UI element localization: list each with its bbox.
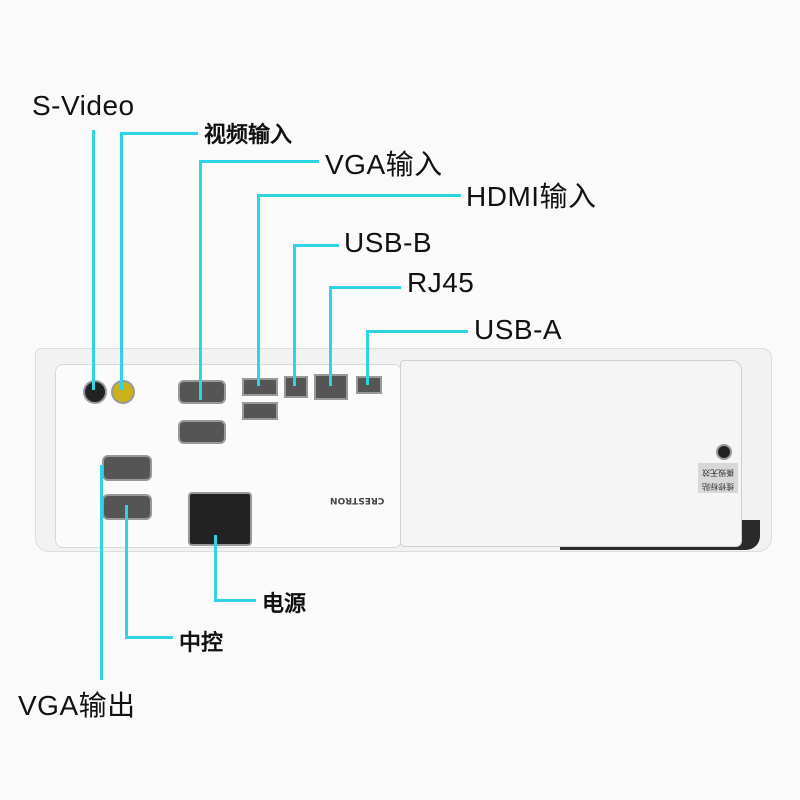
leader-vga-in-h <box>199 160 319 163</box>
label-control: 中控 <box>179 631 224 656</box>
usb-b-port <box>284 376 308 398</box>
leader-rj45 <box>329 286 332 386</box>
leader-power-h <box>214 599 256 602</box>
label-rj45: RJ45 <box>407 267 475 298</box>
leader-usb-a-h <box>366 330 468 333</box>
label-hdmi-in: HDMI输入 <box>466 181 597 212</box>
leader-control-h <box>125 636 173 639</box>
warranty-sticker: 维修标贴撕毁无效 <box>698 463 738 493</box>
leader-usb-b <box>293 244 296 386</box>
leader-s-video <box>92 130 95 390</box>
leader-power <box>214 535 217 601</box>
label-vga-in: VGA输入 <box>325 149 443 180</box>
leader-hdmi <box>257 194 260 386</box>
leader-control <box>125 505 128 638</box>
label-usb-b: USB-B <box>344 227 433 258</box>
label-video-in: 视频输入 <box>204 123 293 148</box>
power-socket <box>188 492 252 546</box>
usb-a-port <box>356 376 382 394</box>
leader-rj45-h <box>329 286 401 289</box>
crestron-logo: CRESTRON <box>330 495 385 505</box>
s-video-port <box>83 380 107 404</box>
hdmi-port-1 <box>242 378 278 396</box>
vga-out-port <box>102 455 152 481</box>
leader-usb-b-h <box>293 244 339 247</box>
label-usb-a: USB-A <box>474 314 563 345</box>
label-s-video: S-Video <box>32 90 135 121</box>
video-in-port <box>111 380 135 404</box>
leader-video-in-h <box>120 132 198 135</box>
hdmi-port-2 <box>242 402 278 420</box>
leader-vga-out <box>100 465 103 680</box>
label-vga-out: VGA输出 <box>18 690 136 721</box>
sticker-text-2: 撕毁无效 <box>702 468 734 477</box>
filter-cover <box>400 360 742 547</box>
screw <box>716 444 732 460</box>
leader-video-in <box>120 132 123 390</box>
leader-usb-a <box>366 330 369 385</box>
label-power: 电源 <box>262 592 307 617</box>
leader-hdmi-h <box>257 194 461 197</box>
vga-in-port-1 <box>178 380 226 404</box>
leader-vga-in <box>199 160 202 400</box>
sticker-text-1: 维修标贴 <box>702 482 734 491</box>
vga-in-port-2 <box>178 420 226 444</box>
